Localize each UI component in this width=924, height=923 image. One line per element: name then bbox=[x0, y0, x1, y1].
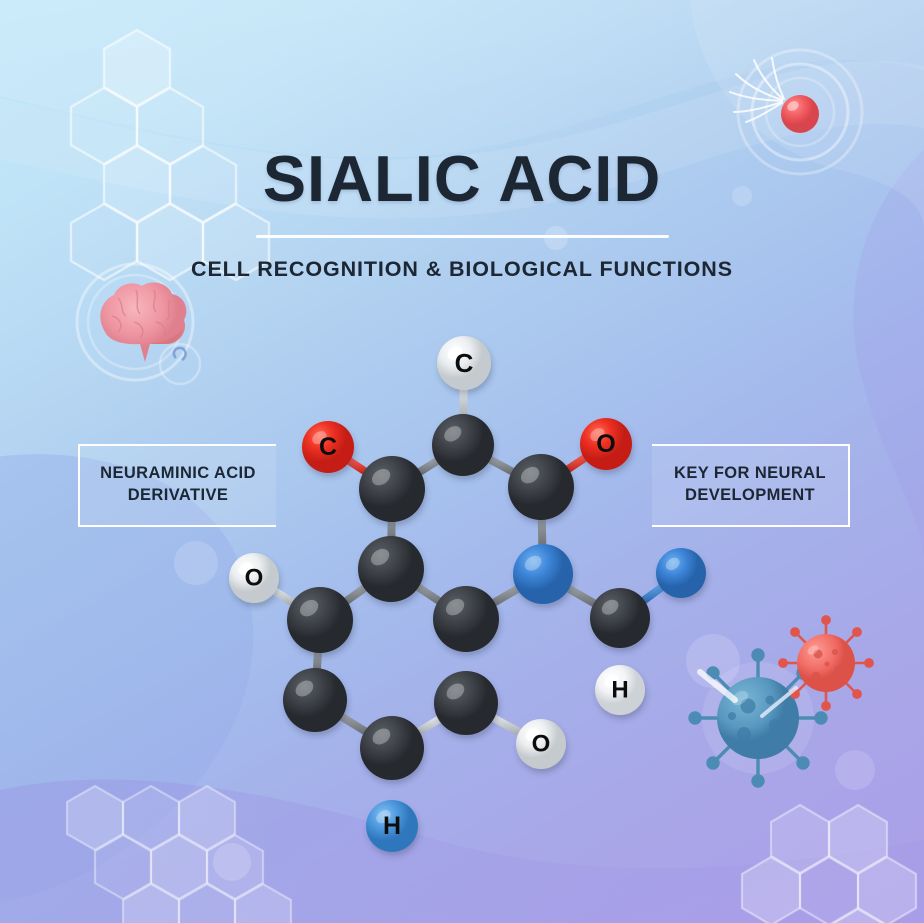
blob-right-top bbox=[853, 150, 924, 560]
atom-c-left-lower-c bbox=[287, 587, 353, 653]
bubble bbox=[835, 750, 875, 790]
bond-n-ring-c-amide bbox=[562, 583, 601, 609]
bubble bbox=[732, 186, 752, 206]
atom-label-o-left-red: C bbox=[319, 433, 337, 461]
atom-c-bot-mid-c bbox=[360, 716, 424, 780]
wave-top-2 bbox=[0, 60, 924, 219]
bubble bbox=[213, 843, 251, 881]
bubble bbox=[174, 541, 218, 585]
page-title: SIALIC ACID bbox=[262, 142, 662, 215]
atom-o-right-red-o: O bbox=[580, 418, 632, 470]
poster-header: SIALIC ACID CELL RECOGNITION & BIOLOGICA… bbox=[0, 146, 924, 282]
atom-c-ring-n-c bbox=[432, 414, 494, 476]
atom-label-o-bot-right: O bbox=[532, 731, 551, 758]
atom-n-ring-n bbox=[513, 544, 573, 604]
bond-c-ring-n-c-ring-ne bbox=[483, 454, 519, 477]
atom-c-ring-nw-c bbox=[359, 456, 425, 522]
bond-layer bbox=[268, 382, 668, 807]
bond-c-ring-n-c-ring-nw bbox=[413, 455, 444, 478]
label-neuraminic-acid-derivative: NEURAMINIC ACID DERIVATIVE bbox=[78, 444, 276, 527]
bond-c-ring-ne-n-ring bbox=[537, 512, 547, 552]
hexagon-cluster-top-left bbox=[69, 28, 271, 282]
wave-bottom bbox=[0, 779, 924, 923]
hexagon-cluster-bottom-left bbox=[65, 784, 293, 923]
atom-label-h-amide: H bbox=[611, 677, 628, 704]
atom-label-o-left-white: O bbox=[245, 565, 264, 592]
atom-c-top-c: C bbox=[437, 336, 491, 390]
bond-c-ring-ne-o-right-red bbox=[562, 452, 591, 475]
title-divider bbox=[255, 235, 669, 238]
bond-c-bot-right-o-bot-right bbox=[487, 712, 526, 738]
bond-c-ring-s-c-bot-right bbox=[458, 646, 474, 677]
atom-o-bot-right-o: O bbox=[516, 719, 566, 769]
virus-blue-icon bbox=[688, 648, 828, 788]
page-subtitle: CELL RECOGNITION & BIOLOGICAL FUNCTIONS bbox=[191, 257, 733, 281]
bubble bbox=[544, 226, 568, 250]
atom-c-ring-sw-c bbox=[358, 536, 424, 602]
bond-c-ring-sw-c-left-lower bbox=[340, 582, 371, 607]
atom-c-bot-left-c bbox=[283, 668, 347, 732]
atom-label-h-bottom: H bbox=[383, 812, 401, 840]
atom-h-bottom-h: H bbox=[366, 800, 418, 852]
atom-label-c-top: C bbox=[455, 348, 474, 378]
atom-c-bot-right-c bbox=[434, 671, 498, 735]
bond-c-amide-n-amide bbox=[637, 582, 668, 606]
atom-c-ring-s-c bbox=[433, 586, 499, 652]
atom-c-amide-c bbox=[590, 588, 650, 648]
bond-n-ring-c-ring-s bbox=[487, 583, 524, 608]
bond-c-ring-sw-c-ring-s bbox=[411, 581, 446, 607]
atom-o-left-red-o: C bbox=[302, 421, 354, 473]
bond-c-left-lower-c-bot-left bbox=[312, 645, 323, 676]
atom-label-o-right-red: O bbox=[596, 430, 615, 458]
atom-o-left-white-o: O bbox=[229, 553, 279, 603]
virus-red-icon bbox=[760, 615, 874, 718]
neuron-cell-icon bbox=[729, 48, 864, 176]
atom-h-amide-h: H bbox=[595, 665, 645, 715]
atom-c-ring-ne-c bbox=[508, 454, 574, 520]
cell-connector-line bbox=[697, 669, 738, 703]
brain-icon bbox=[75, 262, 202, 386]
bond-c-bot-mid-c-bot-right bbox=[412, 714, 446, 737]
hexagon-cluster-bottom-right bbox=[740, 803, 918, 923]
wave-top bbox=[0, 0, 924, 158]
atom-n-amide-n bbox=[656, 548, 706, 598]
bond-c-left-lower-o-left-white bbox=[268, 585, 299, 608]
bond-c-bot-left-c-bot-mid bbox=[335, 711, 372, 737]
atom-layer: C C O O H O H bbox=[229, 336, 706, 852]
label-key-for-neural-development: KEY FOR NEURAL DEVELOPMENT bbox=[652, 444, 850, 527]
bond-c-ring-nw-o-left-red bbox=[343, 455, 371, 477]
